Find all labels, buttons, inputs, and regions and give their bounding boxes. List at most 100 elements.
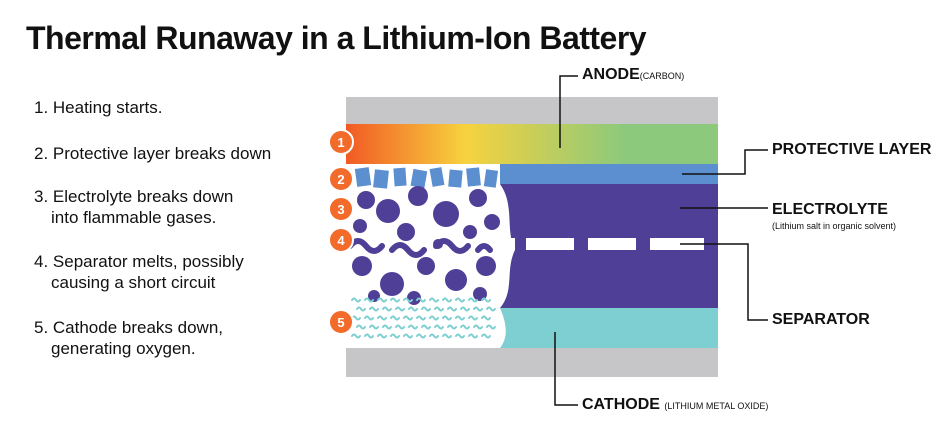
oxygen-wave (351, 297, 361, 303)
protective-layer (500, 164, 718, 184)
oxygen-wave (429, 315, 439, 321)
oxygen-wave (408, 306, 418, 312)
oxygen-wave (390, 333, 400, 339)
oxygen-wave (473, 324, 483, 330)
step-marker-4: 4 (328, 227, 354, 253)
oxygen-wave (351, 333, 361, 339)
oxygen-wave (460, 306, 470, 312)
oxygen-wave (421, 324, 431, 330)
oxygen-wave (377, 297, 387, 303)
step-2: 2. Protective layer breaks down (34, 143, 271, 164)
anode-leader (559, 75, 578, 148)
oxygen-wave (351, 315, 361, 321)
cathode-label-text: CATHODE (582, 396, 660, 413)
oxygen-wave (468, 333, 478, 339)
oxygen-wave (364, 297, 374, 303)
step-2-text: 2. Protective layer breaks down (34, 144, 272, 163)
oxygen-wave (473, 306, 483, 312)
step-marker-3: 3 (328, 196, 354, 222)
separator-label: SEPARATOR (772, 311, 870, 328)
oxygen-wave (421, 306, 431, 312)
oxygen-wave (403, 315, 413, 321)
oxygen-wave (408, 324, 418, 330)
oxygen-wave (447, 324, 457, 330)
cathode-label-sub: (LITHIUM METAL OXIDE) (664, 401, 769, 411)
step-marker-5-label: 5 (337, 315, 344, 330)
cathode-label: CATHODE (LITHIUM METAL OXIDE) (582, 396, 768, 414)
melted-separator (347, 238, 493, 258)
oxygen-wave (416, 315, 426, 321)
oxygen-wave (481, 297, 491, 303)
oxygen-wave (447, 306, 457, 312)
oxygen-wave (442, 297, 452, 303)
oxygen-wave (390, 315, 400, 321)
oxygen-wave (395, 324, 405, 330)
oxygen-wave (434, 306, 444, 312)
step-4-text-cont: causing a short circuit (51, 273, 216, 292)
casing-top (346, 97, 718, 124)
step-marker-5: 5 (328, 309, 354, 335)
oxygen-wave (442, 315, 452, 321)
cathode-leader (554, 332, 578, 406)
step-1: 1. Heating starts. (34, 97, 163, 118)
oxygen-wave (403, 297, 413, 303)
protective-layer-label: PROTECTIVE LAYER (772, 141, 932, 158)
step-markers: 1 2 3 4 5 (328, 129, 354, 335)
electrolyte-sublabel: (Lithium salt in organic solvent) (772, 221, 897, 231)
oxygen-wave (486, 306, 496, 312)
protective-leader (682, 149, 768, 175)
oxygen-wave (455, 315, 465, 321)
step-3-text: 3. Electrolyte breaks down (34, 187, 234, 206)
oxygen-wave (369, 306, 379, 312)
step-4-text: 4. Separator melts, possibly (34, 252, 244, 271)
electrolyte-label: ELECTROLYTE (772, 201, 888, 218)
oxygen-wave (390, 297, 400, 303)
oxygen-wave (468, 315, 478, 321)
step-3-text-cont: into flammable gases. (51, 208, 217, 227)
oxygen-wave (364, 333, 374, 339)
step-3: 3. Electrolyte breaks down into flammabl… (34, 186, 233, 228)
oxygen-wave (369, 324, 379, 330)
step-5-text-cont: generating oxygen. (51, 339, 196, 358)
oxygen-wave (434, 324, 444, 330)
step-marker-2-label: 2 (337, 172, 344, 187)
oxygen-wave (429, 297, 439, 303)
step-marker-2: 2 (328, 166, 354, 192)
separator-layer (507, 238, 704, 250)
flammable-gas-bubbles (352, 186, 500, 305)
oxygen-wave (455, 333, 465, 339)
oxygen-waves (351, 297, 496, 339)
oxygen-wave (377, 333, 387, 339)
anode-label: ANODE(CARBON) (582, 66, 684, 84)
oxygen-wave (442, 333, 452, 339)
step-5: 5. Cathode breaks down, generating oxyge… (34, 317, 223, 359)
step-4: 4. Separator melts, possibly causing a s… (34, 251, 244, 293)
anode-label-text: ANODE (582, 66, 640, 83)
oxygen-wave (395, 306, 405, 312)
casing-bottom (346, 348, 718, 377)
cathode-layer (500, 308, 718, 348)
protective-flakes (354, 167, 499, 189)
oxygen-wave (416, 297, 426, 303)
oxygen-wave (455, 297, 465, 303)
step-1-text: 1. Heating starts. (34, 98, 163, 117)
oxygen-wave (364, 315, 374, 321)
step-5-text: 5. Cathode breaks down, (34, 318, 224, 337)
step-marker-1: 1 (328, 129, 354, 155)
oxygen-wave (460, 324, 470, 330)
oxygen-wave (481, 333, 491, 339)
page-title: Thermal Runaway in a Lithium-Ion Battery (26, 20, 647, 56)
separator-leader (680, 243, 768, 321)
oxygen-wave (382, 306, 392, 312)
oxygen-wave (416, 333, 426, 339)
step-marker-1-label: 1 (337, 135, 344, 150)
step-marker-3-label: 3 (337, 202, 344, 217)
oxygen-wave (429, 333, 439, 339)
oxygen-wave (377, 315, 387, 321)
step-marker-4-label: 4 (337, 233, 345, 248)
oxygen-wave (356, 306, 366, 312)
anode-layer (346, 124, 718, 164)
oxygen-wave (403, 333, 413, 339)
oxygen-wave (481, 315, 491, 321)
oxygen-wave (356, 324, 366, 330)
